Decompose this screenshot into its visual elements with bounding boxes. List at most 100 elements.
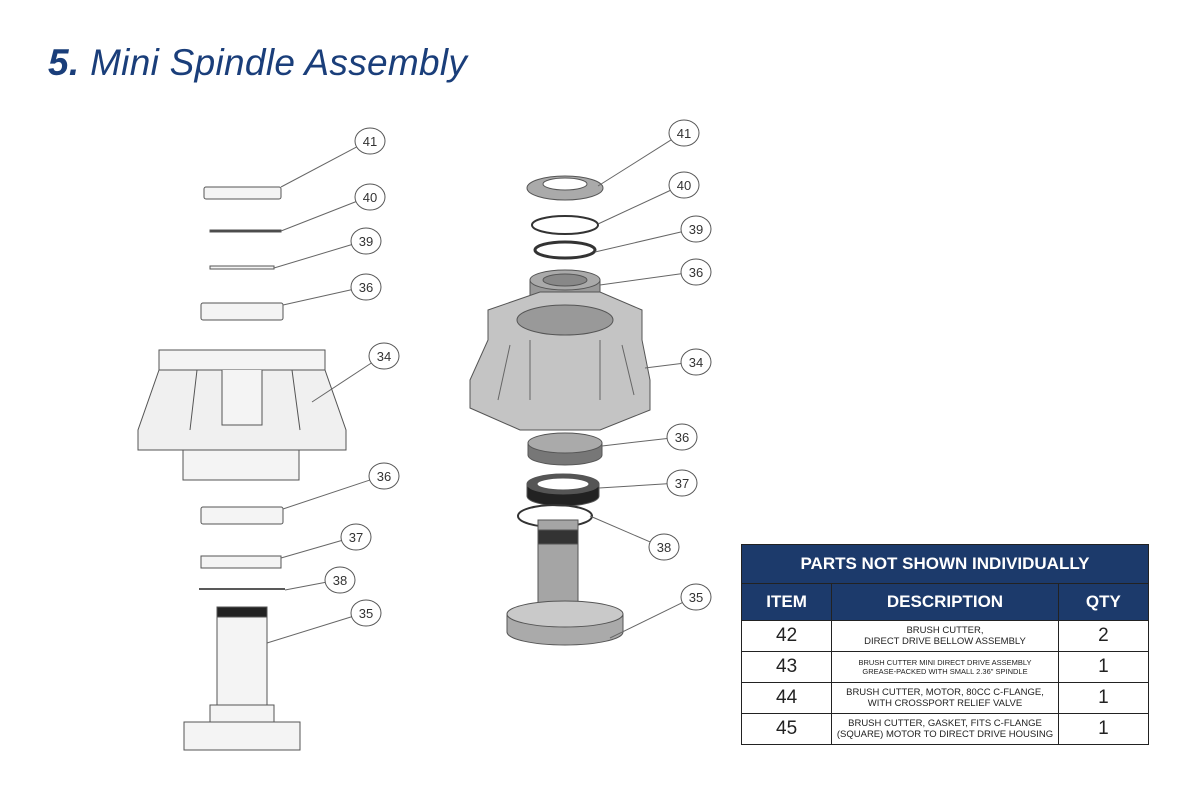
part-39-seal (209, 265, 275, 270)
callout-number: 36 (675, 430, 689, 445)
callout-right-39: 39 (594, 215, 712, 253)
description-cell: BRUSH CUTTER, MOTOR, 80CC C-FLANGE,WITH … (831, 682, 1059, 714)
part-36-bearing-bottom (200, 506, 284, 525)
page-title: 5. Mini Spindle Assembly (48, 42, 468, 83)
leader-line (280, 201, 357, 232)
callout-left-41: 41 (280, 127, 386, 188)
part-40-washer (209, 229, 282, 233)
qty-cell: 2 (1057, 620, 1150, 652)
callout-left-35: 35 (266, 599, 382, 644)
callout-right-41: 41 (597, 119, 700, 187)
leader-line (599, 273, 682, 286)
callout-number: 37 (675, 476, 689, 491)
leader-line (644, 363, 682, 369)
part-37-seal (200, 555, 282, 569)
callout-number: 41 (677, 126, 691, 141)
leader-line (609, 602, 683, 639)
leader-line (280, 146, 357, 188)
callout-right-35: 35 (609, 583, 712, 639)
desc-line: BRUSH CUTTER MINI DIRECT DRIVE ASSEMBLY (858, 658, 1032, 667)
callout-circle (368, 462, 400, 490)
item-cell: 43 (740, 651, 833, 683)
table-row: 44 BRUSH CUTTER, MOTOR, 80CC C-FLANGE,WI… (740, 682, 1150, 714)
callout-left-34: 34 (311, 342, 400, 403)
leader-line (311, 362, 372, 403)
callout-number: 38 (657, 540, 671, 555)
leader-line (589, 515, 651, 543)
part-35-spindle (216, 616, 268, 708)
callout-circle (680, 583, 712, 611)
callout-right-34: 34 (644, 348, 712, 376)
desc-line: GREASE-PACKED WITH SMALL 2.36" SPINDLE (862, 667, 1028, 676)
callout-number: 36 (689, 265, 703, 280)
desc-line: DIRECT DRIVE BELLOW ASSEMBLY (864, 636, 1026, 647)
callout-number: 41 (363, 134, 377, 149)
callout-circle (324, 566, 356, 594)
callout-circle (666, 423, 698, 451)
desc-line: BRUSH CUTTER, (906, 625, 984, 636)
callout-number: 39 (689, 222, 703, 237)
part-34-housing-top (158, 349, 326, 371)
callout-circle (354, 183, 386, 211)
callout-left-39: 39 (273, 227, 382, 269)
callout-circle (368, 342, 400, 370)
qty-cell: 1 (1057, 682, 1150, 714)
callout-number: 40 (363, 190, 377, 205)
description-cell: BRUSH CUTTER,DIRECT DRIVE BELLOW ASSEMBL… (831, 620, 1059, 652)
item-cell: 42 (740, 620, 833, 652)
table-row: 42 BRUSH CUTTER,DIRECT DRIVE BELLOW ASSE… (740, 620, 1150, 652)
callout-circle (666, 469, 698, 497)
callout-circle (350, 599, 382, 627)
leader-line (282, 289, 352, 306)
table-row: 45 BRUSH CUTTER, GASKET, FITS C-FLANGE(S… (740, 713, 1150, 745)
callout-left-37: 37 (280, 523, 372, 559)
callout-circle (668, 119, 700, 147)
leader-line (597, 189, 671, 225)
callout-circle (354, 127, 386, 155)
callout-number: 36 (359, 280, 373, 295)
callout-number: 40 (677, 178, 691, 193)
callout-number: 38 (333, 573, 347, 588)
part-35-flange (183, 721, 301, 751)
header-qty: QTY (1057, 583, 1150, 621)
callout-number: 35 (359, 606, 373, 621)
leader-line (597, 139, 672, 187)
callout-left-38: 38 (284, 566, 356, 594)
part-41-lock-nut (203, 186, 282, 200)
callout-number: 35 (689, 590, 703, 605)
iso-40-washer (531, 215, 599, 235)
callout-number: 37 (349, 530, 363, 545)
callout-number: 34 (377, 349, 391, 364)
desc-line: BRUSH CUTTER, MOTOR, 80CC C-FLANGE, (846, 687, 1044, 698)
callout-number: 36 (377, 469, 391, 484)
callout-left-40: 40 (280, 183, 386, 232)
part-36-bearing-top (200, 302, 284, 321)
desc-line: WITH CROSSPORT RELIEF VALVE (867, 698, 1023, 709)
leader-line (266, 616, 352, 644)
callout-circle (350, 273, 382, 301)
callout-circle (680, 348, 712, 376)
callout-left-36: 36 (282, 462, 400, 510)
leader-line (282, 479, 370, 510)
callout-right-36: 36 (601, 423, 698, 451)
parts-not-shown-table: PARTS NOT SHOWN INDIVIDUALLY ITEM DESCRI… (740, 544, 1150, 745)
callout-number: 34 (689, 355, 703, 370)
leader-line (284, 581, 326, 591)
callout-circle (340, 523, 372, 551)
iso-35-flange (506, 600, 624, 628)
callout-circle (680, 215, 712, 243)
item-cell: 45 (740, 713, 833, 745)
callout-right-37: 37 (598, 469, 698, 497)
callout-circle (680, 258, 712, 286)
leader-line (601, 437, 668, 447)
part-34-housing-hub (182, 449, 300, 481)
callout-left-36: 36 (282, 273, 382, 306)
header-item: ITEM (740, 583, 833, 621)
qty-cell: 1 (1057, 713, 1150, 745)
qty-cell: 1 (1057, 651, 1150, 683)
callout-number: 39 (359, 234, 373, 249)
callout-circle (648, 533, 680, 561)
description-cell: BRUSH CUTTER, GASKET, FITS C-FLANGE(SQUA… (831, 713, 1059, 745)
